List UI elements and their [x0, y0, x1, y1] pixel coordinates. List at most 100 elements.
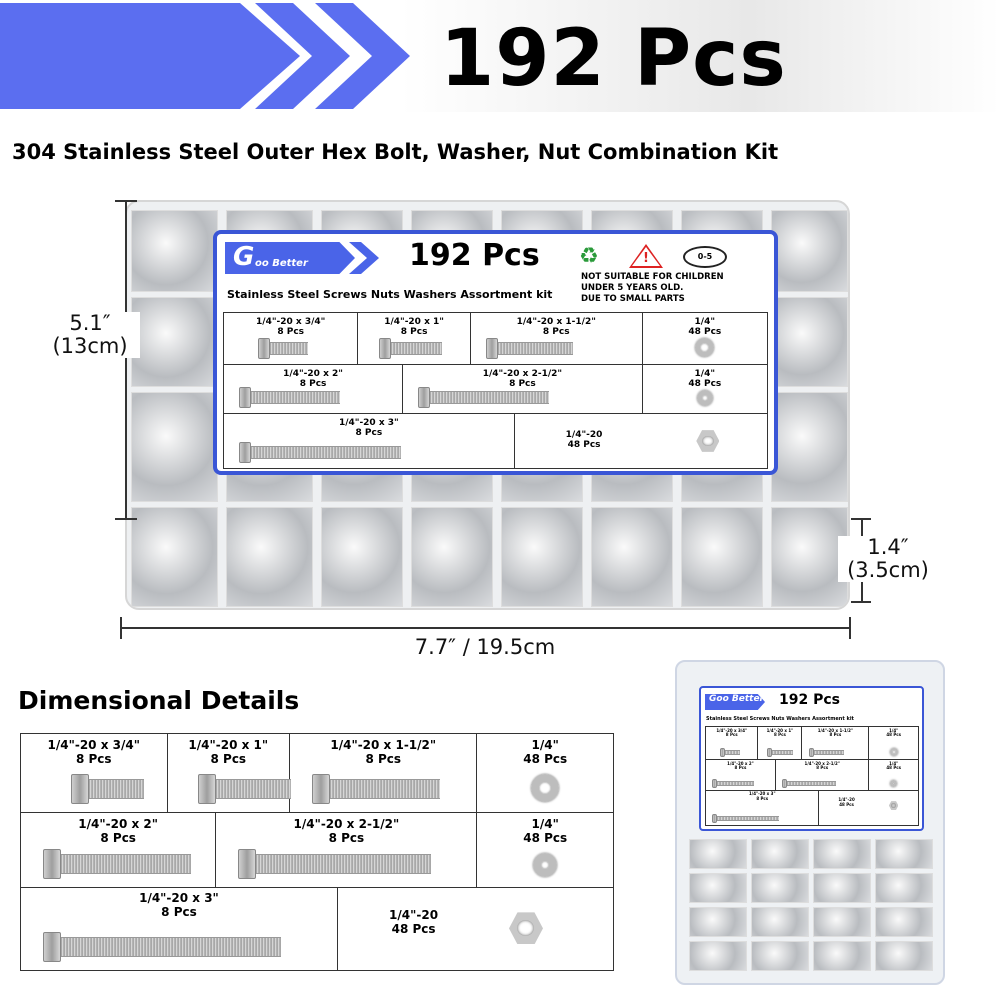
- hex-bolt-icon: [238, 848, 432, 879]
- dimension-tick: [851, 518, 871, 520]
- part-qty: 8 Pcs: [328, 830, 365, 845]
- dimension-tick: [849, 617, 851, 639]
- brand-logo: G oo Better: [225, 242, 355, 274]
- hex-bolt-icon: [43, 848, 191, 879]
- part-size: 1/4"-20 x 2-1/2": [804, 760, 840, 766]
- hex-bolt-icon: [238, 387, 340, 408]
- mini-box-contents: [687, 837, 937, 977]
- part-qty: 8 Pcs: [365, 751, 402, 766]
- box-compartment: [131, 507, 218, 607]
- box-compartment: [875, 873, 933, 903]
- part-cell: 1/4"-20 x 1-1/2"8 Pcs: [471, 313, 643, 365]
- part-qty: 8 Pcs: [773, 732, 786, 738]
- height-dimension-label: 5.1″ (13cm): [40, 311, 140, 359]
- part-size: 1/4"-20 x 1": [766, 727, 794, 733]
- dimension-tick: [851, 601, 871, 603]
- box-label: G oo Better 192 Pcs ♻ ! 0-5 NOT SUITABLE…: [213, 230, 778, 475]
- part-qty: 48 Pcs: [688, 326, 722, 337]
- mini-label-title: 192 Pcs: [779, 692, 840, 708]
- box-compartment: [813, 907, 871, 937]
- box-compartment: [689, 839, 747, 869]
- part-cell: 1/4"-20 x 2-1/2"8 Pcs: [776, 759, 870, 790]
- lock-washer-icon: [890, 780, 898, 788]
- part-cell: 1/4"48 Pcs: [477, 813, 613, 886]
- part-size: 1/4"-20 x 2": [283, 368, 343, 379]
- header-banner: 192 Pcs: [0, 0, 1000, 112]
- part-qty: 48 Pcs: [688, 379, 722, 390]
- no-children-icon: 0-5: [683, 246, 727, 268]
- part-size: 1/4": [694, 316, 716, 327]
- part-size: 1/4"-20 x 3/4": [47, 737, 140, 752]
- part-qty: 8 Pcs: [299, 379, 327, 390]
- part-qty: 48 Pcs: [839, 801, 854, 807]
- part-cell: 1/4"48 Pcs: [869, 760, 918, 790]
- box-compartment: [771, 210, 848, 292]
- box-compartment: [681, 507, 763, 607]
- part-qty: 8 Pcs: [100, 830, 136, 845]
- part-qty: 8 Pcs: [816, 765, 829, 771]
- part-size: 1/4"-20 x 2-1/2": [293, 817, 400, 832]
- part-size: 1/4"-20 x 3": [139, 891, 219, 906]
- part-size: 1/4": [694, 368, 716, 379]
- part-qty: 48 Pcs: [391, 922, 436, 937]
- mini-kit-name: Stainless Steel Screws Nuts Washers Asso…: [706, 716, 854, 722]
- box-compartment: [813, 941, 871, 971]
- box-compartment: [771, 297, 848, 387]
- part-size: 1/4": [531, 737, 559, 752]
- part-cell: 1/4"48 Pcs: [869, 727, 918, 759]
- warning-triangle-icon: !: [629, 244, 663, 268]
- product-thumbnail: Goo Better 192 Pcs Stainless Steel Screw…: [675, 660, 945, 985]
- box-compartment: [131, 392, 218, 502]
- brand-logo: Goo Better: [705, 694, 765, 710]
- part-qty: 8 Pcs: [734, 765, 747, 771]
- part-qty: 8 Pcs: [756, 796, 769, 801]
- safety-warning: NOT SUITABLE FOR CHILDREN UNDER 5 YEARS …: [581, 272, 724, 305]
- part-qty: 48 Pcs: [523, 830, 568, 845]
- part-qty: 48 Pcs: [886, 765, 902, 771]
- part-size: 1/4"-20: [389, 908, 439, 923]
- box-compartment: [751, 873, 809, 903]
- dimension-tick: [115, 200, 137, 202]
- label-title: 192 Pcs: [409, 238, 540, 273]
- hex-bolt-icon: [238, 442, 401, 463]
- part-cell: 1/4"-20 x 2"8 Pcs: [21, 813, 217, 887]
- height-dimension-line: [125, 200, 127, 520]
- part-cell: 1/4"-20 x 3/4"8 Pcs: [21, 734, 168, 813]
- part-size: 1/4"-20 x 2": [727, 760, 754, 766]
- part-cell: 1/4"48 Pcs: [643, 313, 767, 364]
- part-qty: 8 Pcs: [509, 379, 536, 390]
- hex-bolt-icon: [712, 814, 779, 823]
- box-compartment: [689, 941, 747, 971]
- hex-bolt-icon: [258, 338, 308, 359]
- part-qty: 48 Pcs: [567, 440, 601, 451]
- part-size: 1/4"-20 x 1": [188, 737, 269, 752]
- mini-label: Goo Better 192 Pcs Stainless Steel Screw…: [699, 686, 924, 831]
- part-cell: 1/4"-20 x 2-1/2"8 Pcs: [216, 813, 478, 887]
- part-cell: 1/4"-20 x 3"8 Pcs: [224, 413, 515, 468]
- kit-name: Stainless Steel Screws Nuts Washers Asso…: [227, 288, 553, 301]
- hex-nut-icon: [696, 430, 720, 452]
- depth-dimension-label: 1.4″ (3.5cm): [838, 535, 938, 583]
- flat-washer-icon: [695, 338, 715, 358]
- part-size: 1/4"-20 x 1": [384, 316, 444, 327]
- box-compartment: [689, 873, 747, 903]
- hex-bolt-icon: [43, 931, 281, 962]
- box-compartment: [131, 297, 218, 387]
- product-subtitle: 304 Stainless Steel Outer Hex Bolt, Wash…: [12, 140, 779, 164]
- part-size: 1/4"-20 x 3": [748, 791, 776, 797]
- part-qty: 8 Pcs: [277, 326, 305, 337]
- part-size: 1/4"-20 x 3/4": [716, 727, 748, 733]
- box-compartment: [875, 941, 933, 971]
- box-compartment: [771, 392, 848, 502]
- parts-row: 1/4"-20 x 3/4"8 Pcs 1/4"-20 x 1" 8 Pcs 1/4"…: [21, 734, 613, 814]
- box-compartment: [751, 941, 809, 971]
- hex-bolt-icon: [712, 779, 754, 788]
- hex-bolt-icon: [312, 774, 441, 805]
